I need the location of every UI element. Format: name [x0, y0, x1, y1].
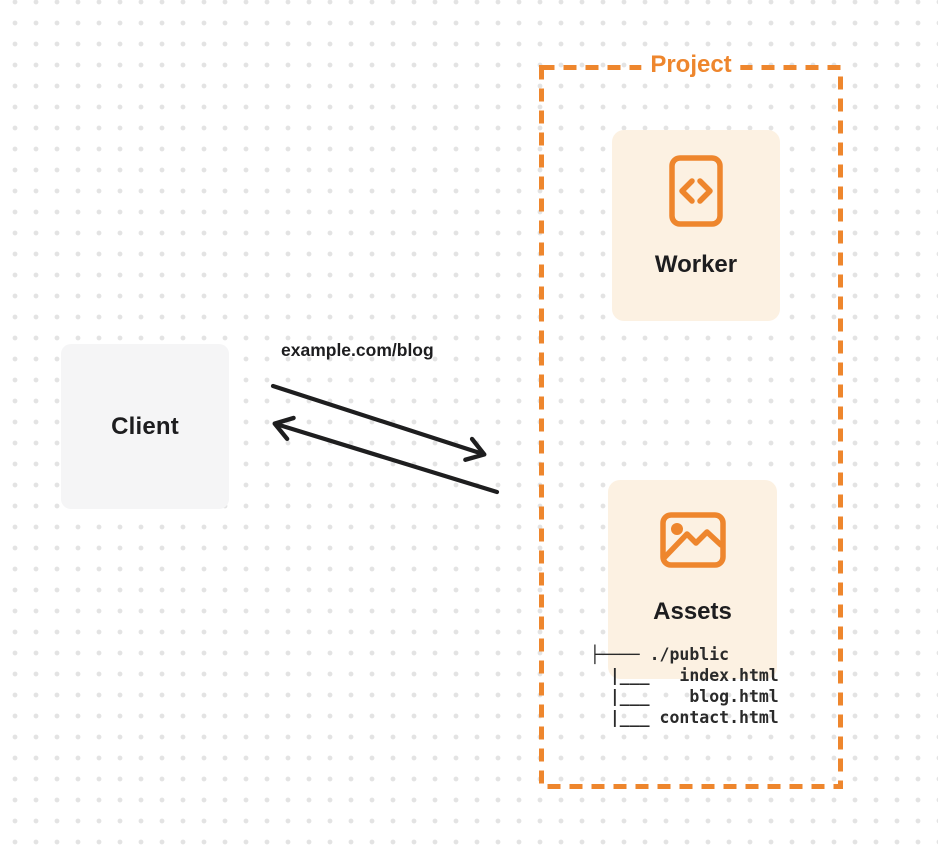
project-container: Project Worker Assets ├──── ./public |__…: [537, 51, 845, 791]
file-tree-line: |___ index.html: [590, 666, 779, 685]
image-icon: [659, 512, 726, 568]
file-tree-line: |___ blog.html: [590, 687, 779, 706]
response-arrow: [272, 415, 500, 495]
assets-file-tree: ├──── ./public |___ index.html |___ blog…: [590, 644, 779, 728]
project-title: Project: [641, 51, 741, 79]
client-box: Client: [61, 344, 229, 509]
project-dashed-border: [539, 65, 843, 789]
file-tree-line: |___ contact.html: [590, 708, 779, 727]
worker-label: Worker: [654, 251, 738, 278]
code-file-icon: [669, 155, 723, 227]
request-arrow: [270, 383, 487, 462]
file-tree-line: ├──── ./public: [590, 645, 730, 664]
request-url-label: example.com/blog: [281, 340, 434, 360]
worker-card: Worker: [612, 130, 780, 321]
assets-card: Assets: [608, 480, 777, 679]
assets-label: Assets: [653, 598, 732, 625]
client-label: Client: [111, 412, 179, 440]
